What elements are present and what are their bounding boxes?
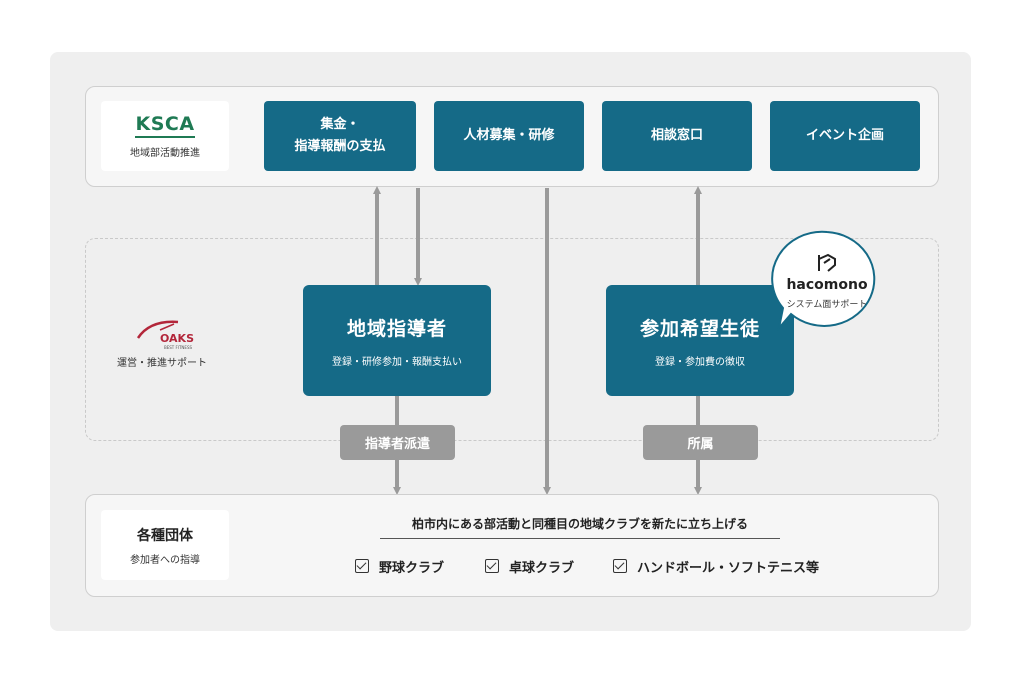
oaks-logo-block: OAKS BEST FITNESS	[105, 318, 225, 368]
checkbox-icon	[355, 559, 369, 573]
instructor-title: 地域指導者	[346, 317, 447, 340]
participant-box: 参加希望生徒 登録・参加費の徴収	[606, 285, 794, 396]
checkbox-icon	[613, 559, 627, 573]
tag-belong: 所属	[643, 425, 758, 460]
oaks-logo-sub: BEST FITNESS	[163, 345, 193, 350]
check-item-baseball: 野球クラブ	[355, 555, 444, 577]
oaks-caption: 運営・推進サポート	[117, 358, 207, 369]
box-payment: 集金・ 指導報酬の支払	[264, 101, 416, 171]
box-payment-line1: 集金・	[320, 117, 360, 132]
check-item-label: ハンドボール・ソフトテニス等	[637, 560, 820, 576]
participant-title: 参加希望生徒	[639, 317, 760, 340]
hacomono-bubble-content: hacomono システム面サポート	[771, 228, 883, 334]
ksca-caption: 地域部活動推進	[130, 148, 200, 159]
hacomono-name: hacomono	[786, 276, 868, 293]
oaks-swoosh-icon	[136, 320, 179, 339]
groups-caption: 参加者への指導	[130, 554, 200, 566]
ksca-logo: KSCA	[135, 113, 195, 135]
box-recruit: 人材募集・研修	[434, 101, 584, 171]
box-consult: 相談窓口	[602, 101, 752, 171]
instructor-subtitle: 登録・研修参加・報酬支払い	[332, 356, 462, 368]
check-item-tabletennis: 卓球クラブ	[485, 555, 574, 577]
middle-region	[85, 238, 939, 441]
check-item-label: 卓球クラブ	[509, 560, 575, 576]
instructor-box: 地域指導者 登録・研修参加・報酬支払い	[303, 285, 491, 396]
bottom-headline: 柏市内にある部活動と同種目の地域クラブを新たに立ち上げる	[380, 515, 780, 539]
groups-box: 各種団体 参加者への指導	[101, 510, 229, 580]
check-item-label: 野球クラブ	[379, 560, 445, 576]
box-payment-line2: 指導報酬の支払	[294, 139, 386, 154]
hacomono-logo-icon	[818, 253, 836, 272]
check-item-handball: ハンドボール・ソフトテニス等	[613, 555, 819, 577]
box-event: イベント企画	[770, 101, 920, 171]
hacomono-caption: システム面サポート	[786, 299, 868, 310]
ksca-logo-underline	[135, 136, 195, 138]
groups-title: 各種団体	[137, 527, 193, 544]
participant-subtitle: 登録・参加費の徴収	[655, 356, 745, 368]
checkbox-icon	[485, 559, 499, 573]
tag-dispatch: 指導者派遣	[340, 425, 455, 460]
ksca-logo-box: KSCA 地域部活動推進	[101, 101, 229, 171]
oaks-logo-text: OAKS	[159, 332, 194, 345]
hacomono-bubble	[771, 230, 876, 332]
